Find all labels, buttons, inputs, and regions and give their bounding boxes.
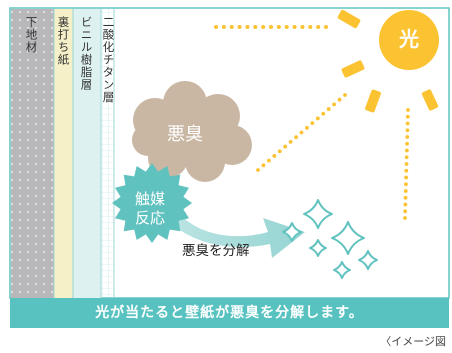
- ray-dot: [403, 202, 408, 207]
- ray-dot: [229, 25, 234, 29]
- sparkle-icon: [358, 250, 378, 270]
- reaction-label-line2: 反応: [134, 209, 165, 227]
- ray-dot: [292, 25, 297, 29]
- ray-dot: [299, 130, 304, 135]
- decompose-label: 悪臭を分解: [182, 243, 250, 259]
- sun-label: 光: [399, 27, 419, 51]
- ray-dot: [406, 108, 410, 112]
- ray-dot: [404, 168, 409, 173]
- ray-dot: [266, 158, 271, 163]
- sparkle-icon: [282, 222, 302, 242]
- ray-dot: [305, 125, 309, 130]
- ray-dot: [253, 25, 258, 29]
- ray-dot: [261, 25, 266, 29]
- ray-dot: [405, 121, 410, 126]
- ray-dot: [343, 93, 347, 97]
- ray-dot: [403, 195, 408, 200]
- sparkle-icon: [331, 221, 365, 255]
- sun-icon: [337, 9, 439, 113]
- caption: 光が当たると壁紙が悪臭を分解します。: [95, 305, 364, 321]
- ray-dot: [245, 25, 250, 29]
- reaction-label: 触媒 反応: [118, 190, 182, 228]
- ray-dot: [308, 25, 313, 29]
- layer-base-texture: [11, 9, 54, 298]
- ray-dot: [404, 175, 409, 180]
- ray-dot: [326, 107, 331, 111]
- layer-vinyl-resin: [73, 9, 101, 298]
- sparkle-icon: [309, 239, 327, 257]
- ray-dot: [403, 189, 408, 193]
- reaction-label-line1: 触媒: [134, 190, 165, 208]
- ray-dot: [405, 128, 410, 133]
- odor-label: 悪臭: [167, 124, 203, 145]
- layer-label-base: 下地材: [24, 16, 39, 54]
- ray-dot: [272, 154, 277, 158]
- ray-dot: [221, 25, 226, 29]
- ray-dot: [404, 162, 409, 166]
- ray-dot: [315, 116, 320, 121]
- ray-dot: [310, 121, 315, 126]
- decompose-arrow: [172, 212, 305, 258]
- layer-titanium-dioxide: [101, 9, 114, 298]
- ray-dot: [214, 25, 218, 29]
- sparkles: [282, 199, 378, 279]
- ray-dot: [283, 144, 288, 149]
- catalyst-burst: [112, 163, 192, 243]
- ray-dot: [403, 216, 407, 220]
- ray-dot: [321, 111, 326, 116]
- layer-label-backing: 裏打ち紙: [56, 16, 71, 66]
- ray-dot: [404, 148, 409, 153]
- ray-dot: [404, 155, 409, 160]
- ray-dot: [332, 102, 337, 107]
- light-rays: [214, 25, 410, 220]
- ray-dot: [404, 182, 408, 187]
- ray-dot: [261, 163, 266, 168]
- sparkle-icon: [333, 261, 351, 279]
- image-note: 〈イメージ図: [380, 335, 446, 348]
- ray-dot: [300, 25, 305, 29]
- ray-dot: [405, 135, 410, 139]
- layer-label-titanium: 二酸化チタン層: [101, 16, 116, 104]
- ray-dot: [288, 139, 293, 144]
- ray-dot: [269, 25, 273, 29]
- odor-cloud: [132, 81, 252, 182]
- caption-bar: [10, 298, 449, 328]
- ray-dot: [294, 135, 298, 140]
- layer-label-vinyl: ビニル樹脂層: [79, 16, 94, 91]
- layer-backing-paper: [54, 9, 73, 298]
- ray-dot: [256, 168, 260, 172]
- ray-dot: [237, 25, 242, 29]
- ray-dot: [403, 209, 408, 214]
- ray-dot: [277, 149, 282, 154]
- sparkle-icon: [303, 199, 333, 229]
- ray-dot: [284, 25, 289, 29]
- ray-dot: [337, 97, 342, 102]
- ray-dot: [405, 114, 410, 119]
- ray-dot: [324, 25, 328, 29]
- ray-dot: [405, 141, 409, 146]
- ray-dot: [276, 25, 281, 29]
- ray-dot: [316, 25, 321, 29]
